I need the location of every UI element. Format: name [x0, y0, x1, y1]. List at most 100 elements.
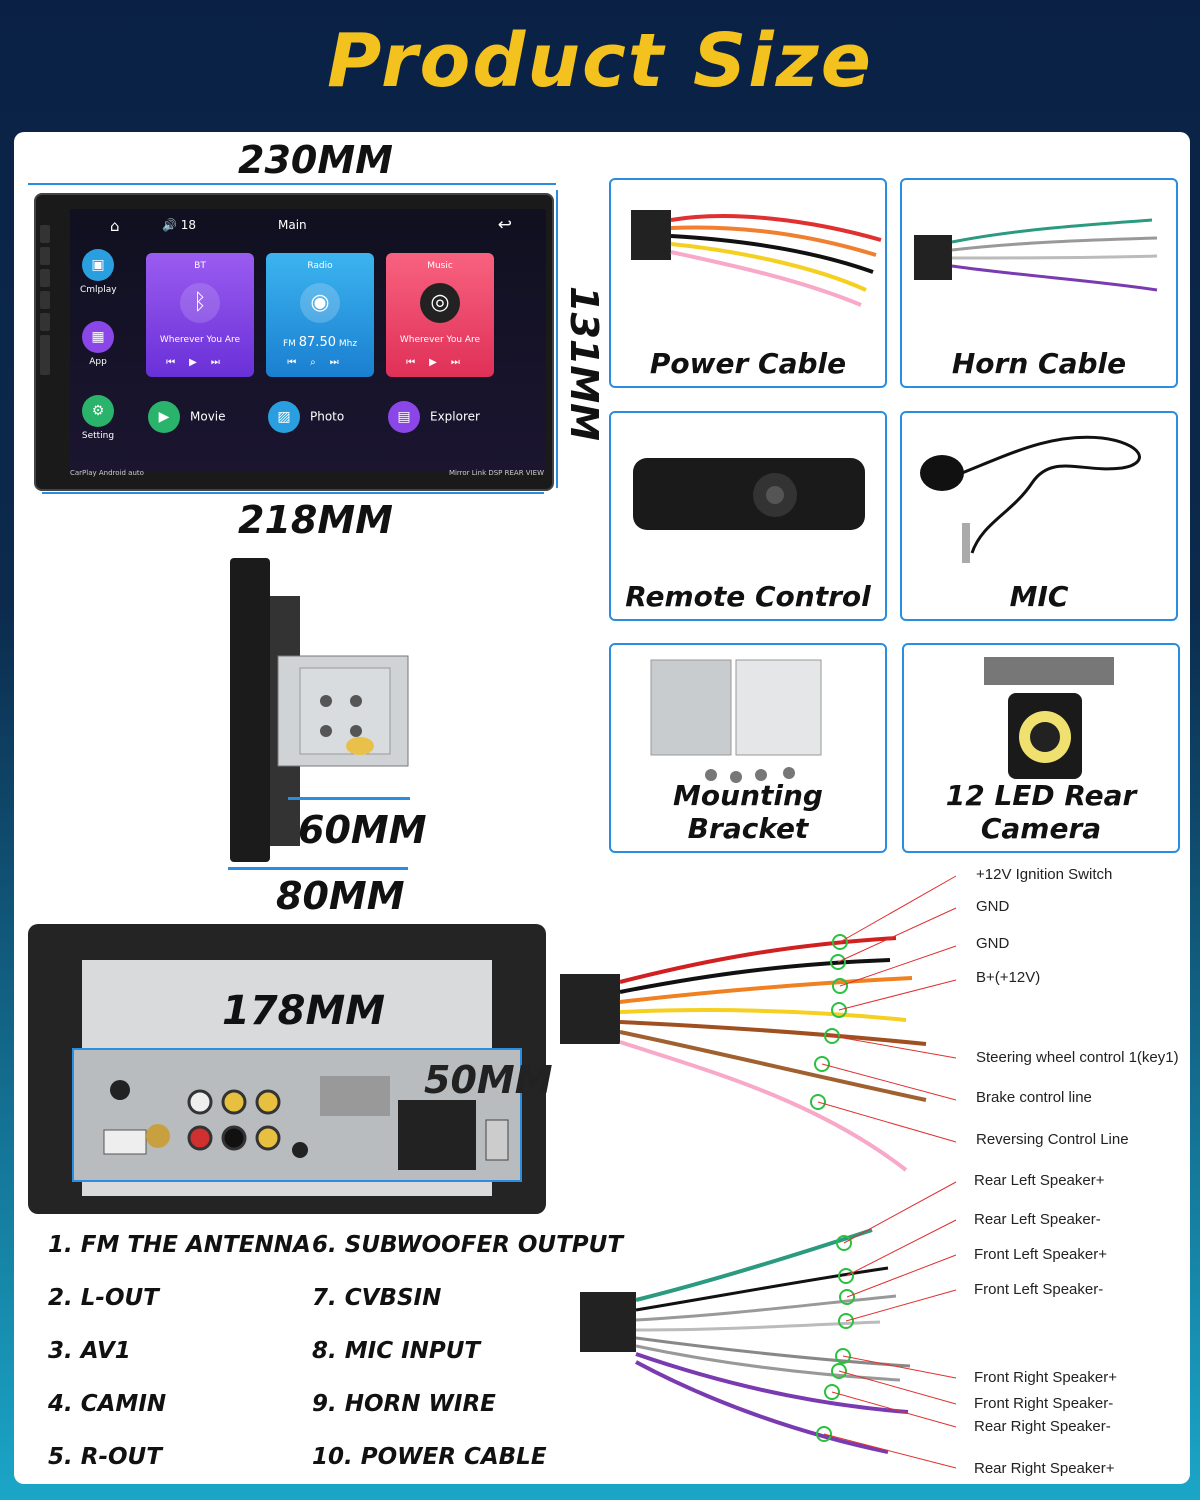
home-icon: ⌂ — [110, 217, 120, 235]
speaker-wire-label-5: Front Right Speaker+ — [974, 1369, 1117, 1386]
speaker-wire-label-2: Rear Left Speaker- — [974, 1211, 1101, 1228]
accessory-label: Power Cable — [649, 347, 847, 380]
port-item-5: 5. R-OUT — [48, 1444, 162, 1470]
accessory-label: Mounting Bracket — [673, 779, 823, 845]
speaker-connector — [580, 1292, 636, 1352]
port-item-8: 8. MIC INPUT — [312, 1338, 481, 1364]
back-icon: ↩ — [497, 215, 512, 235]
card-title: Radio — [307, 261, 333, 271]
dimension-line-top — [28, 183, 556, 185]
play-icon: ▶ — [148, 401, 180, 433]
speaker-wire-label-7: Rear Right Speaker- — [974, 1418, 1111, 1435]
speaker-wire-label-8: Rear Right Speaker+ — [974, 1460, 1115, 1477]
card-bt: BT ᛒ Wherever You Are ⏮▶⏭ — [146, 253, 254, 377]
frequency-unit: Mhz — [338, 339, 358, 349]
dimension-chassis-height: 50MM — [424, 1058, 553, 1102]
head-unit-front: ⌂ 🔊 18 Main ↩ ▣ Cmlplay ▦ App ⚙ Setting … — [34, 193, 554, 491]
dimension-width-top: 230MM — [238, 138, 393, 182]
accessory-label: Remote Control — [625, 580, 871, 613]
screen-topbar: ⌂ 🔊 18 Main ↩ — [70, 213, 546, 235]
page-title: Product Size — [327, 18, 873, 104]
gear-icon: ⚙ — [82, 395, 114, 427]
apps-grid-icon: ▦ — [82, 321, 114, 353]
chassis-rear-panel — [72, 1048, 522, 1182]
bottom-app-movie: ▶ Movie — [148, 401, 226, 433]
port-item-9: 9. HORN WIRE — [312, 1391, 496, 1417]
accessory-label: Horn Cable — [951, 347, 1127, 380]
power-wire-label-4: B+(+12V) — [976, 969, 1041, 986]
dimension-line-bottom — [42, 492, 544, 494]
side-app-label: Setting — [81, 431, 115, 441]
accessory-rear-camera: 12 LED Rear Camera — [902, 643, 1180, 853]
power-wire-label-2: GND — [976, 898, 1010, 915]
bottom-app-photo: ▨Photo — [268, 401, 344, 433]
power-wire-label-7: Reversing Control Line — [976, 1131, 1129, 1148]
head-unit-screen: ⌂ 🔊 18 Main ↩ ▣ Cmlplay ▦ App ⚙ Setting … — [70, 209, 546, 477]
unit-front-panel-side — [230, 558, 270, 862]
bottom-app-explorer: ▤ Explorer — [388, 401, 480, 433]
accessory-power-cable: Power Cable — [609, 178, 887, 388]
card-subtitle: Wherever You Are — [159, 335, 241, 345]
sticker-icon — [346, 737, 374, 755]
dimension-depth: 60MM — [298, 808, 427, 852]
dimension-line-side-width — [228, 867, 408, 870]
volume-indicator: 🔊 18 — [162, 218, 197, 232]
wiring-diagram — [560, 875, 957, 1469]
port-item-2: 2. L-OUT — [48, 1285, 159, 1311]
side-app-label: App — [89, 357, 107, 367]
screen-main-label: Main — [278, 218, 307, 232]
rear-connectors — [103, 1076, 509, 1170]
frequency-value: 87.50 — [298, 335, 336, 350]
carplay-icon: ▣ — [82, 249, 114, 281]
radio-controls: ⏮⌕⏭ — [287, 357, 353, 368]
dimension-line-depth — [288, 797, 410, 800]
accessory-remote-control: Remote Control — [609, 411, 887, 621]
power-wire-label-3: GND — [976, 935, 1010, 952]
power-wire-label-6: Brake control line — [976, 1089, 1092, 1106]
side-app-apps: ▦ App — [80, 321, 116, 367]
back-view-illustration — [28, 924, 546, 1214]
port-item-6: 6. SUBWOOFER OUTPUT — [312, 1232, 624, 1258]
media-controls: ⏮▶⏭ — [166, 357, 234, 368]
unit-side-buttons — [40, 225, 54, 379]
folder-icon: ▤ — [388, 401, 420, 433]
dimension-line-height — [556, 190, 558, 488]
port-item-3: 3. AV1 — [48, 1338, 131, 1364]
app-label: Movie — [190, 409, 226, 424]
footer-features: Mirror Link DSP REAR VIEW — [448, 469, 544, 477]
dimension-side-width: 80MM — [276, 874, 405, 918]
side-view-illustration — [230, 558, 409, 862]
horn-cable-icon — [914, 218, 1158, 292]
port-item-7: 7. CVBSIN — [312, 1285, 442, 1311]
camera-icon — [984, 657, 1114, 779]
speaker-wire-label-4: Front Left Speaker- — [974, 1281, 1104, 1298]
side-app-setting: ⚙ Setting — [80, 395, 116, 441]
accessory-mounting-bracket: Mounting Bracket — [609, 643, 887, 853]
power-connector — [560, 974, 620, 1044]
card-title: Music — [427, 261, 453, 271]
radio-icon: ◉ — [300, 283, 340, 323]
dimension-width-bottom: 218MM — [238, 498, 393, 542]
bluetooth-icon: ᛒ — [180, 283, 220, 323]
card-radio: Radio ◉ FM 87.50 Mhz ⏮⌕⏭ — [266, 253, 374, 377]
volume-value: 18 — [180, 218, 197, 232]
side-app-carplay: ▣ Cmlplay — [80, 249, 117, 295]
speaker-wire-label-6: Front Right Speaker- — [974, 1395, 1114, 1412]
card-subtitle: Wherever You Are — [399, 335, 481, 345]
port-item-4: 4. CAMIN — [48, 1391, 167, 1417]
accessory-label: MIC — [1009, 580, 1069, 613]
app-label: Photo — [310, 409, 345, 424]
vinyl-icon: ◎ — [420, 283, 460, 323]
power-cable-icon — [631, 210, 882, 307]
power-wire-label-1: +12V Ignition Switch — [976, 866, 1113, 883]
power-wire-label-5: Steering wheel control 1(key1) — [976, 1049, 1179, 1066]
footer-brands: CarPlay Android auto — [70, 469, 144, 477]
app-label: Explorer — [430, 409, 480, 424]
card-title: BT — [194, 261, 206, 271]
speaker-wire-label-3: Front Left Speaker+ — [974, 1246, 1107, 1263]
accessory-label: 12 LED Rear Camera — [945, 779, 1137, 845]
port-item-1: 1. FM THE ANTENNA — [48, 1232, 311, 1258]
dimension-chassis-width: 178MM — [222, 988, 386, 1034]
accessory-mic: MIC — [900, 411, 1178, 621]
dimension-height: 131MM — [562, 286, 606, 441]
